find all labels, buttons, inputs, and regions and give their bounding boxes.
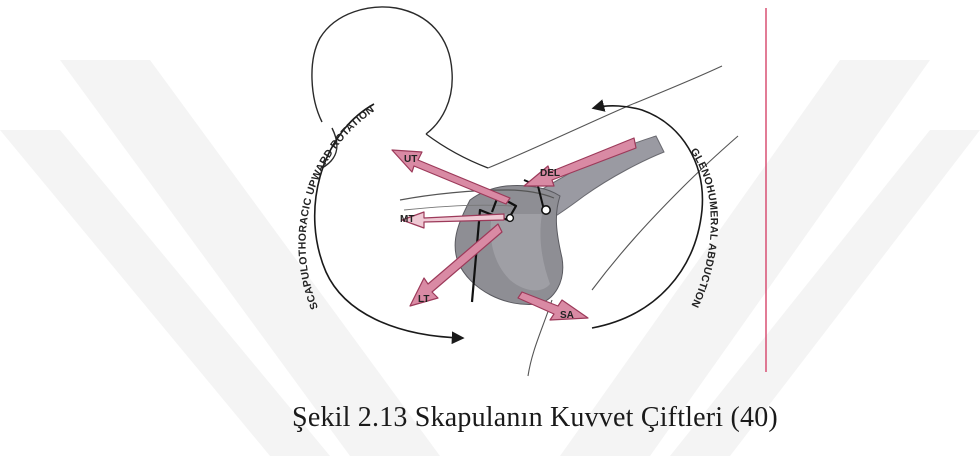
figure-caption: Şekil 2.13 Skapulanın Kuvvet Çiftleri (4… xyxy=(0,402,980,434)
sa-arrow xyxy=(518,292,588,320)
shoulder-force-couple-diagram: UT DEL MT LT SA SCAPULOTHORACIC UPWARD R… xyxy=(292,0,792,380)
label-lt: LT xyxy=(418,294,429,305)
label-ut: UT xyxy=(404,154,417,165)
pivot-scapula xyxy=(507,215,514,222)
arc-right-label: GLENOHUMERAL ABDUCTION xyxy=(688,146,720,309)
label-sa: SA xyxy=(560,310,574,321)
label-del: DEL xyxy=(540,168,560,179)
caption-text: Şekil 2.13 Skapulanın Kuvvet Çiftleri (4… xyxy=(292,402,778,434)
label-mt: MT xyxy=(400,214,414,225)
neck-outline xyxy=(426,134,488,168)
pivot-glenohumeral xyxy=(542,206,550,214)
arc-left-label: SCAPULOTHORACIC UPWARD ROTATION xyxy=(297,103,377,311)
